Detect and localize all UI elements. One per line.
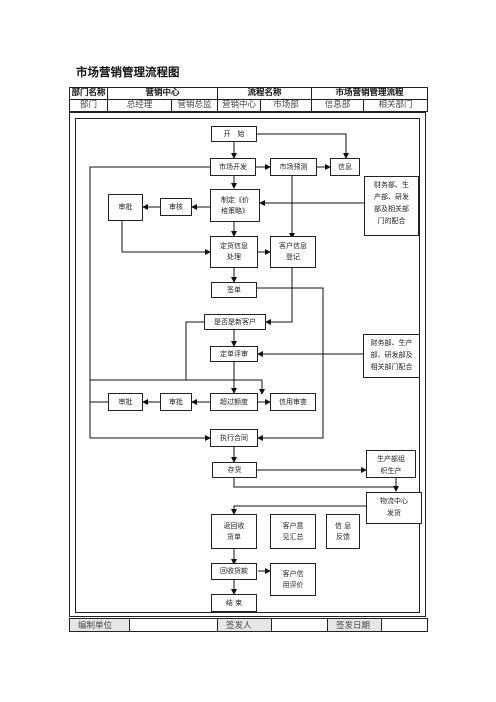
header-table: 部门名称 营销中心 流程名称 市场营销管理流程 部门 总经理 营销总监 营销中心… (69, 87, 429, 112)
approval-left-node: 审批 (108, 393, 143, 411)
order-info-node: 定货信息处理 (210, 236, 258, 268)
column-header: 相关部门 (363, 99, 429, 112)
flowchart-frame (69, 112, 426, 617)
review-node: 审核 (160, 198, 192, 216)
footer-table: 编制单位 签发人 签发日期 (69, 618, 428, 632)
column-header: 市场部 (260, 99, 313, 112)
sign-order-node: 签单 (211, 282, 257, 298)
info-feedback-node: 信 息反馈 (326, 514, 360, 549)
market-development-node: 市场开发 (210, 158, 256, 176)
collect-payment-node: 回收货款 (211, 563, 257, 580)
market-forecast-node: 市场预测 (270, 158, 317, 176)
execute-contract-node: 执行合同 (210, 429, 258, 447)
cooperation-note-top: 财务部、生 产部、研发 部及相关部 门的配合 (364, 176, 419, 236)
pricing-strategy-node: 制定《价格策略》 (210, 189, 260, 222)
column-header: 营销总监 (170, 99, 219, 112)
column-header: 营销中心 (217, 99, 262, 112)
production-note: 生产部组 织生产 (366, 450, 416, 478)
return-receipt-node: 返回收货单 (211, 514, 257, 549)
footer-date-label: 签发日期 (327, 618, 382, 632)
start-node: 开 始 (211, 126, 257, 142)
stock-node: 存货 (212, 462, 257, 478)
logistics-note: 物流中心 发货 (366, 492, 422, 524)
cooperation-note-mid: 财务部、生产 部、研发部及 相关部门配合 (363, 334, 420, 378)
order-review-node: 定单评审 (210, 346, 258, 362)
customer-feedback-node: 客户意见汇总 (270, 514, 316, 549)
information-node: 信息 (330, 158, 360, 176)
customer-registration-node: 客户信息登记 (270, 236, 316, 268)
footer-issuer-label: 签发人 (217, 618, 272, 632)
new-customer-check-node: 是否是新客户 (204, 314, 266, 330)
approval-top-node: 审批 (108, 194, 143, 221)
footer-unit-label: 编制单位 (69, 618, 130, 632)
footer-date-value (381, 618, 428, 632)
footer-issuer-value (271, 618, 328, 632)
approval-mid-node: 审批 (160, 393, 192, 411)
end-node: 结 束 (211, 594, 257, 612)
column-header: 部门 (69, 99, 108, 112)
credit-evaluation-node: 客户信用评价 (270, 563, 316, 596)
document-title: 市场营销管理流程图 (76, 65, 180, 79)
footer-unit-value (129, 618, 218, 632)
over-limit-node: 超过额度 (210, 393, 258, 411)
credit-check-node: 信用审查 (270, 393, 316, 411)
